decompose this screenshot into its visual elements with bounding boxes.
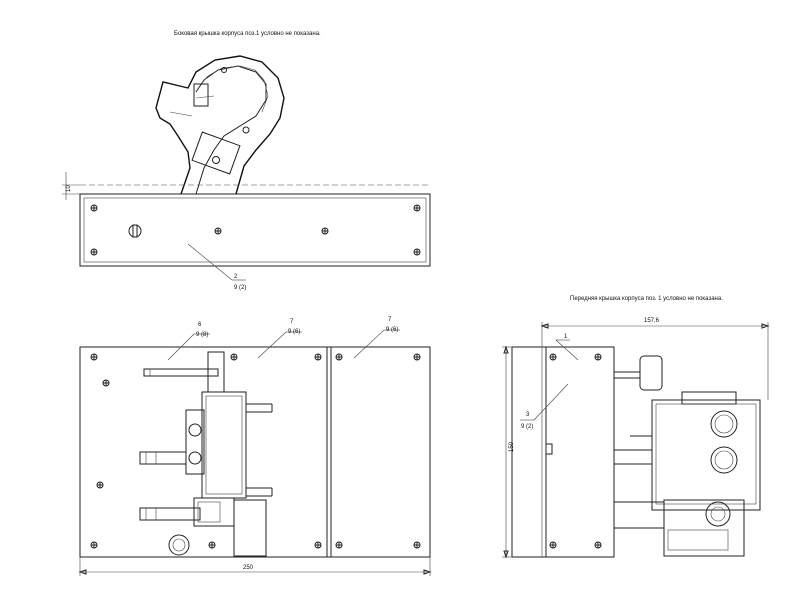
front-plate-outline (79, 346, 431, 558)
side-panel-screws (549, 353, 602, 549)
svg-text:9 (2): 9 (2) (521, 424, 533, 430)
side-cover-edge (511, 346, 547, 558)
slotted-knob (128, 224, 142, 238)
cable-gland-lower (188, 451, 202, 465)
cable-entry-lower (139, 507, 201, 521)
callout-2: 2 9 (2) (187, 243, 246, 291)
handle-latch (193, 83, 209, 107)
handle-base-block (191, 131, 241, 175)
callout-6: 6 9 (8) (167, 322, 210, 361)
side-panel (545, 346, 615, 558)
side-round-fitting (705, 501, 731, 527)
dim-250: 250 (78, 557, 432, 576)
callout-1: 1 (555, 334, 579, 361)
top-plate-screws (90, 204, 421, 256)
svg-text:1: 1 (564, 334, 568, 340)
svg-text:7: 7 (290, 319, 294, 325)
round-fitting (168, 534, 190, 556)
switch-mechanism (139, 351, 273, 557)
cable-gland-upper (188, 423, 202, 437)
side-gland-upper (710, 410, 738, 438)
side-lower-housing (663, 499, 745, 557)
upper-post (207, 351, 225, 393)
svg-text:7: 7 (388, 317, 392, 323)
top-view: Боковая крышка корпуса поз.1 условно не … (62, 31, 431, 291)
svg-text:157,6: 157,6 (644, 318, 660, 324)
top-plate-inner (83, 197, 427, 263)
front-view: 6 9 (8) 7 9 (6) 7 9 (6) 250 (78, 317, 432, 576)
side-boss (185, 409, 205, 475)
side-mechanism (613, 355, 761, 557)
svg-text:6: 6 (198, 322, 202, 328)
top-view-note: Боковая крышка корпуса поз.1 условно не … (174, 31, 321, 37)
svg-text:9 (6): 9 (6) (288, 329, 300, 335)
svg-text:10: 10 (66, 185, 72, 192)
side-view: Передняя крышка корпуса поз. 1 условно н… (502, 296, 770, 559)
callout-7-left: 7 9 (6) (257, 319, 302, 359)
handle-knob (639, 355, 663, 391)
callout-3: 3 9 (2) (520, 383, 569, 430)
svg-text:3: 3 (526, 412, 530, 418)
top-plate-outline (79, 193, 431, 267)
callout-7-right: 7 9 (6) (353, 317, 400, 359)
side-gland-lower (710, 446, 738, 474)
svg-text:9 (2): 9 (2) (234, 285, 246, 291)
svg-text:150: 150 (509, 441, 515, 452)
svg-text:2: 2 (234, 274, 238, 280)
svg-text:9 (6): 9 (6) (386, 327, 398, 333)
front-plate-screws (90, 353, 421, 549)
housing-body (201, 391, 247, 499)
side-housing (651, 399, 761, 511)
dim-150: 150 (502, 345, 515, 559)
dim-10: 10 (62, 172, 80, 200)
lever-handle (155, 55, 285, 195)
dim-157-6: 157,6 (540, 318, 770, 400)
side-view-note: Передняя крышка корпуса поз. 1 условно н… (570, 296, 723, 302)
mounting-bracket (233, 499, 267, 557)
svg-text:250: 250 (243, 565, 254, 571)
cable-entry-upper (139, 451, 187, 465)
svg-text:9 (8): 9 (8) (196, 332, 208, 338)
lever-bar (143, 368, 219, 377)
